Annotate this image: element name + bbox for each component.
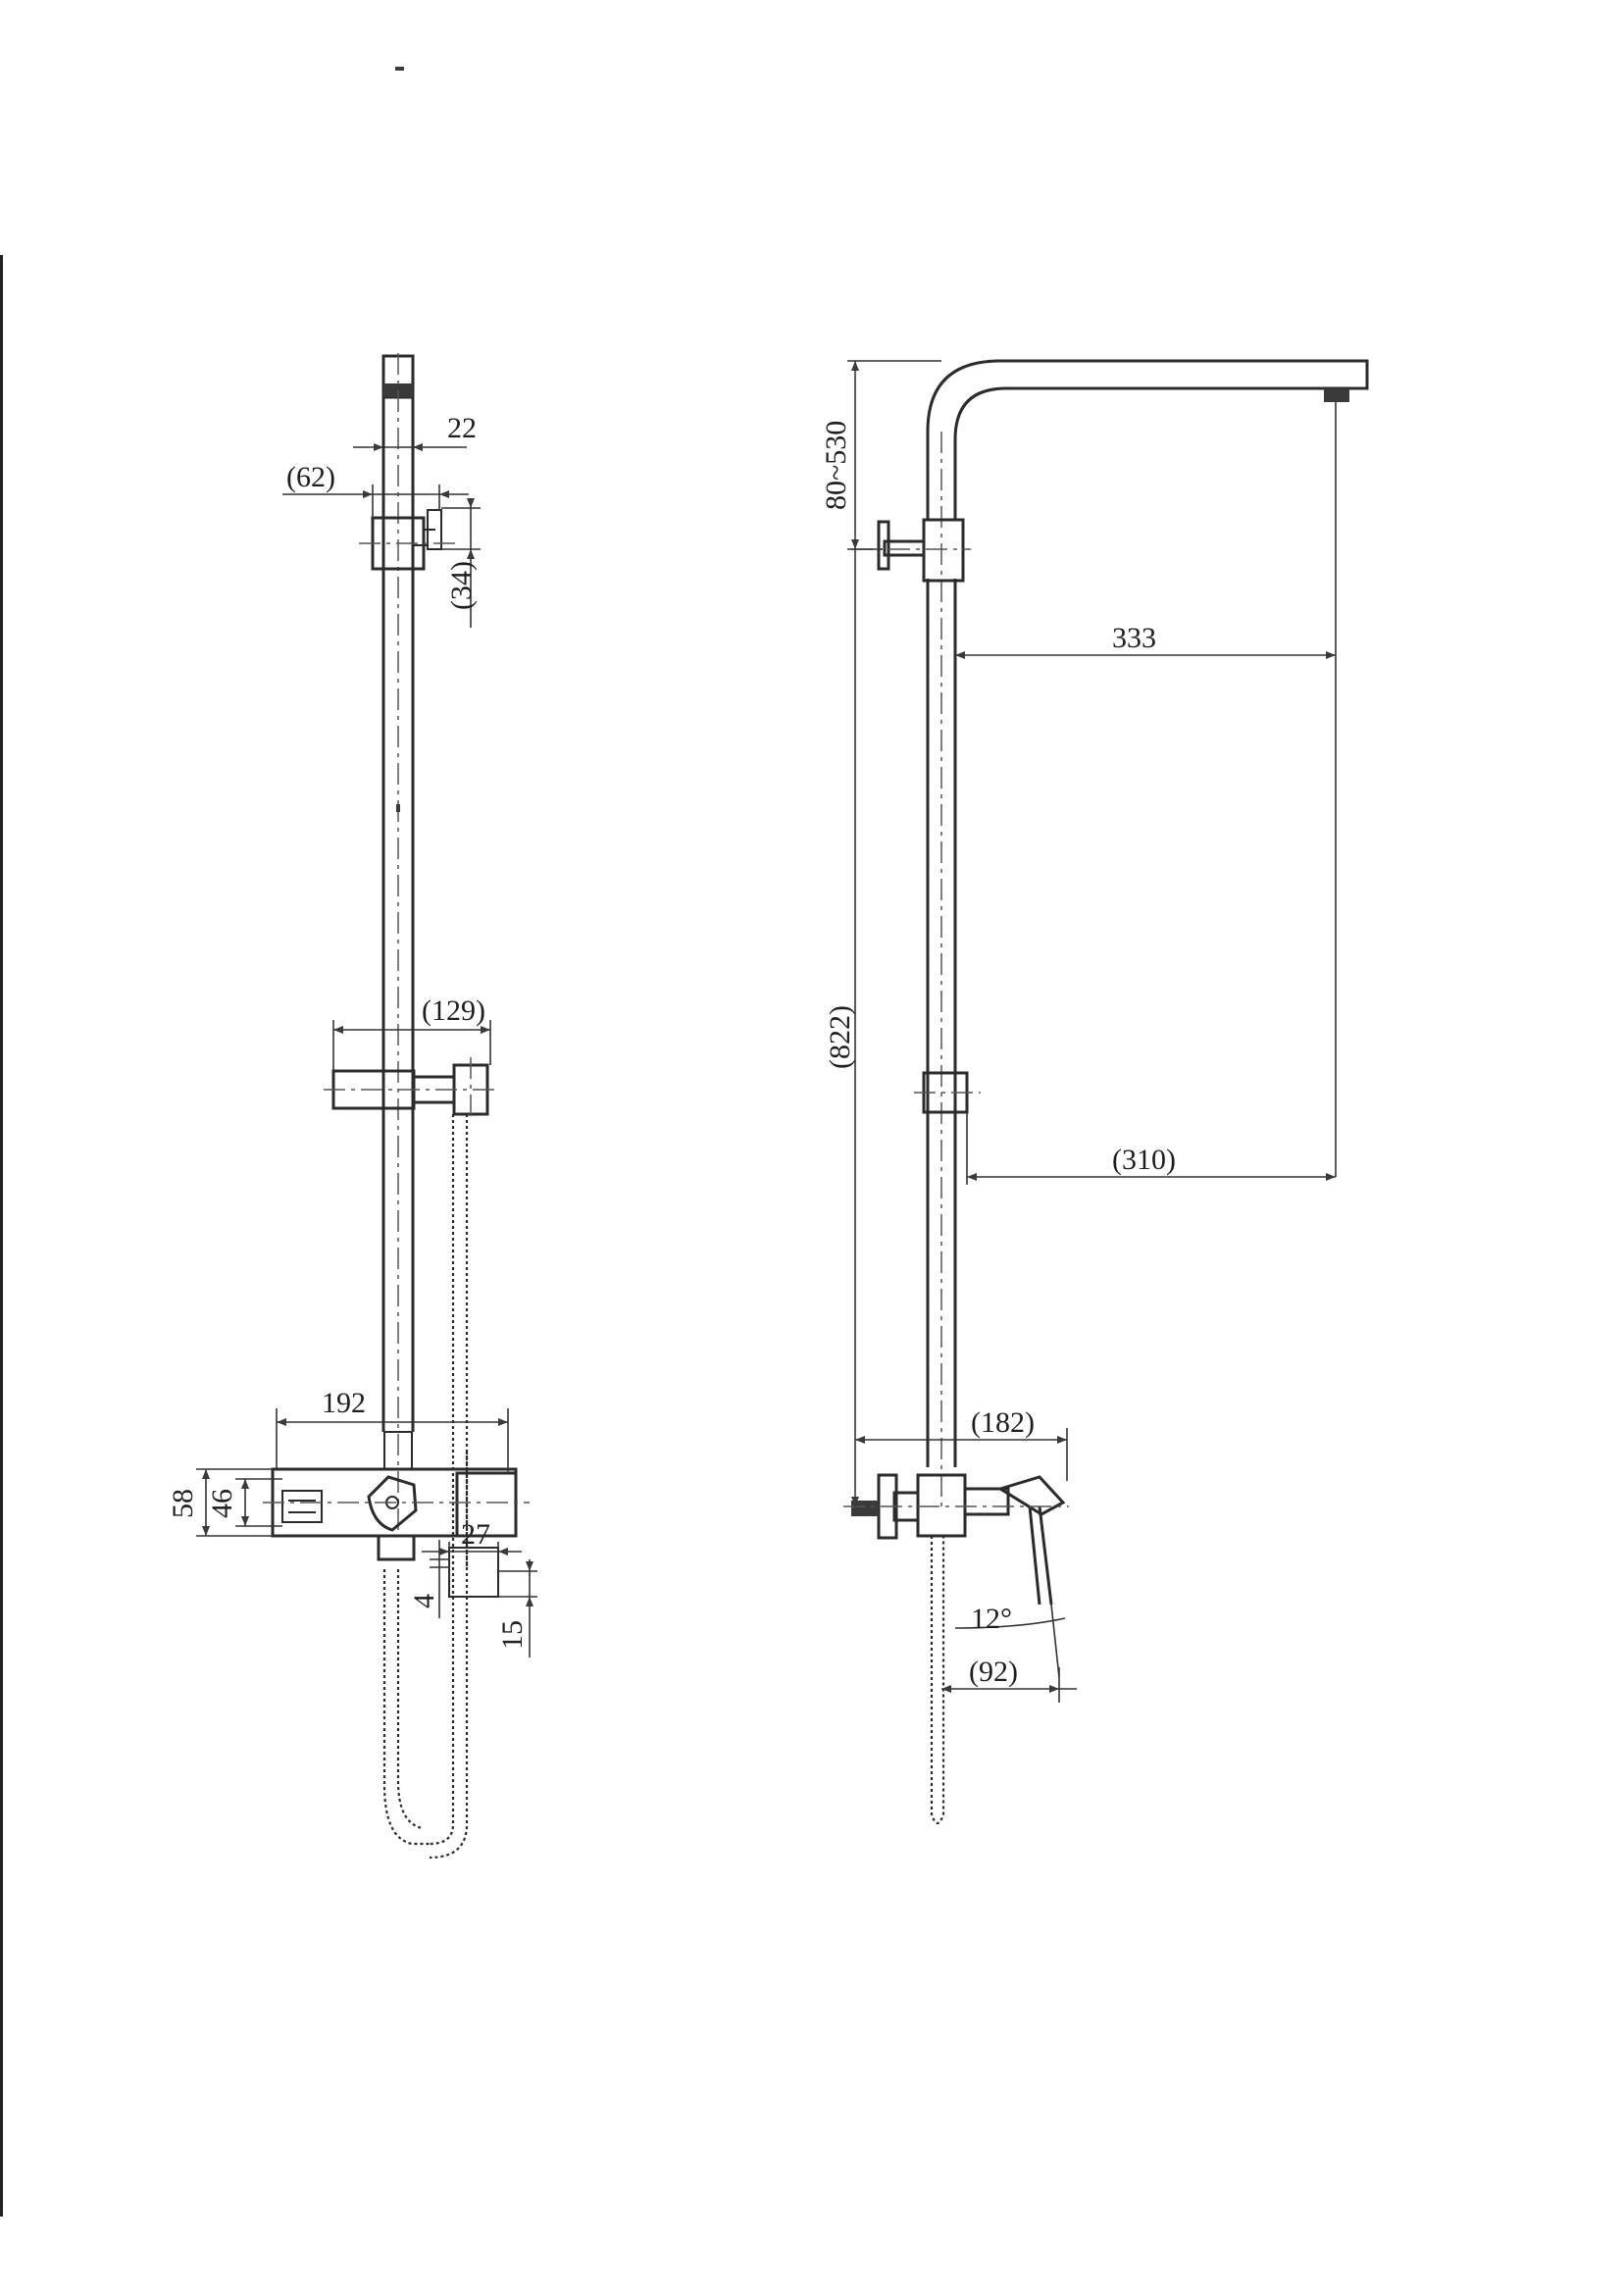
dim-58-label: 58 bbox=[167, 1489, 199, 1518]
dim-62: (62) bbox=[282, 461, 469, 518]
dim-333-label: 333 bbox=[1112, 622, 1156, 654]
front-mixer-body bbox=[263, 1431, 530, 1598]
dim-80-530: 80~530 bbox=[820, 360, 941, 550]
scan-edge-line bbox=[0, 255, 3, 2217]
dim-34: (34) bbox=[441, 498, 481, 628]
side-riser-and-arm bbox=[926, 359, 1369, 1510]
dim-12-degrees: 12° bbox=[954, 1603, 1066, 1678]
dim-46-label: 46 bbox=[206, 1489, 238, 1518]
dim-34-label: (34) bbox=[445, 561, 478, 610]
dim-12-degrees-label: 12° bbox=[971, 1603, 1012, 1635]
dim-182: (182) bbox=[855, 1406, 1068, 1481]
side-wall-bracket bbox=[851, 518, 971, 583]
side-mixer bbox=[843, 1473, 1069, 1606]
side-view: 80~530 333 (822) (310) bbox=[820, 359, 1369, 1825]
dim-822: (822) bbox=[824, 549, 859, 1506]
dim-182-label: (182) bbox=[971, 1406, 1035, 1439]
dim-15-label: 15 bbox=[496, 1620, 529, 1650]
dim-58: 58 bbox=[167, 1468, 273, 1537]
dim-310: (310) bbox=[966, 1112, 1336, 1185]
dim-62-label: (62) bbox=[286, 461, 335, 493]
dim-129: (129) bbox=[332, 994, 491, 1071]
dim-27-label: 27 bbox=[461, 1518, 490, 1551]
dim-92: (92) bbox=[941, 1656, 1077, 1703]
front-view: 22 (62) (34) (129) bbox=[167, 353, 537, 1860]
dim-22-label: 22 bbox=[447, 412, 477, 444]
dim-92-label: (92) bbox=[969, 1656, 1018, 1688]
dim-80-530-label: 80~530 bbox=[820, 421, 852, 510]
dim-4-label: 4 bbox=[408, 1594, 440, 1608]
dim-4: 4 bbox=[408, 1540, 449, 1618]
front-shower-hose bbox=[382, 1114, 469, 1860]
front-slider-holder bbox=[324, 1057, 495, 1118]
dim-333: 333 bbox=[955, 622, 1336, 659]
dim-27: 27 bbox=[422, 1518, 522, 1569]
dim-192: 192 bbox=[276, 1387, 509, 1473]
dim-822-label: (822) bbox=[824, 1005, 856, 1069]
front-top-bracket bbox=[359, 509, 461, 571]
dim-310-label: (310) bbox=[1112, 1144, 1176, 1176]
side-slider bbox=[914, 1071, 981, 1114]
dim-129-label: (129) bbox=[422, 994, 485, 1027]
dim-15: 15 bbox=[496, 1559, 537, 1657]
dim-22: 22 bbox=[353, 412, 477, 451]
front-riser-rail bbox=[381, 353, 415, 1530]
dim-46: 46 bbox=[206, 1478, 282, 1527]
scan-specks bbox=[395, 67, 404, 812]
dim-192-label: 192 bbox=[322, 1387, 366, 1419]
side-shower-hose bbox=[930, 1536, 945, 1825]
